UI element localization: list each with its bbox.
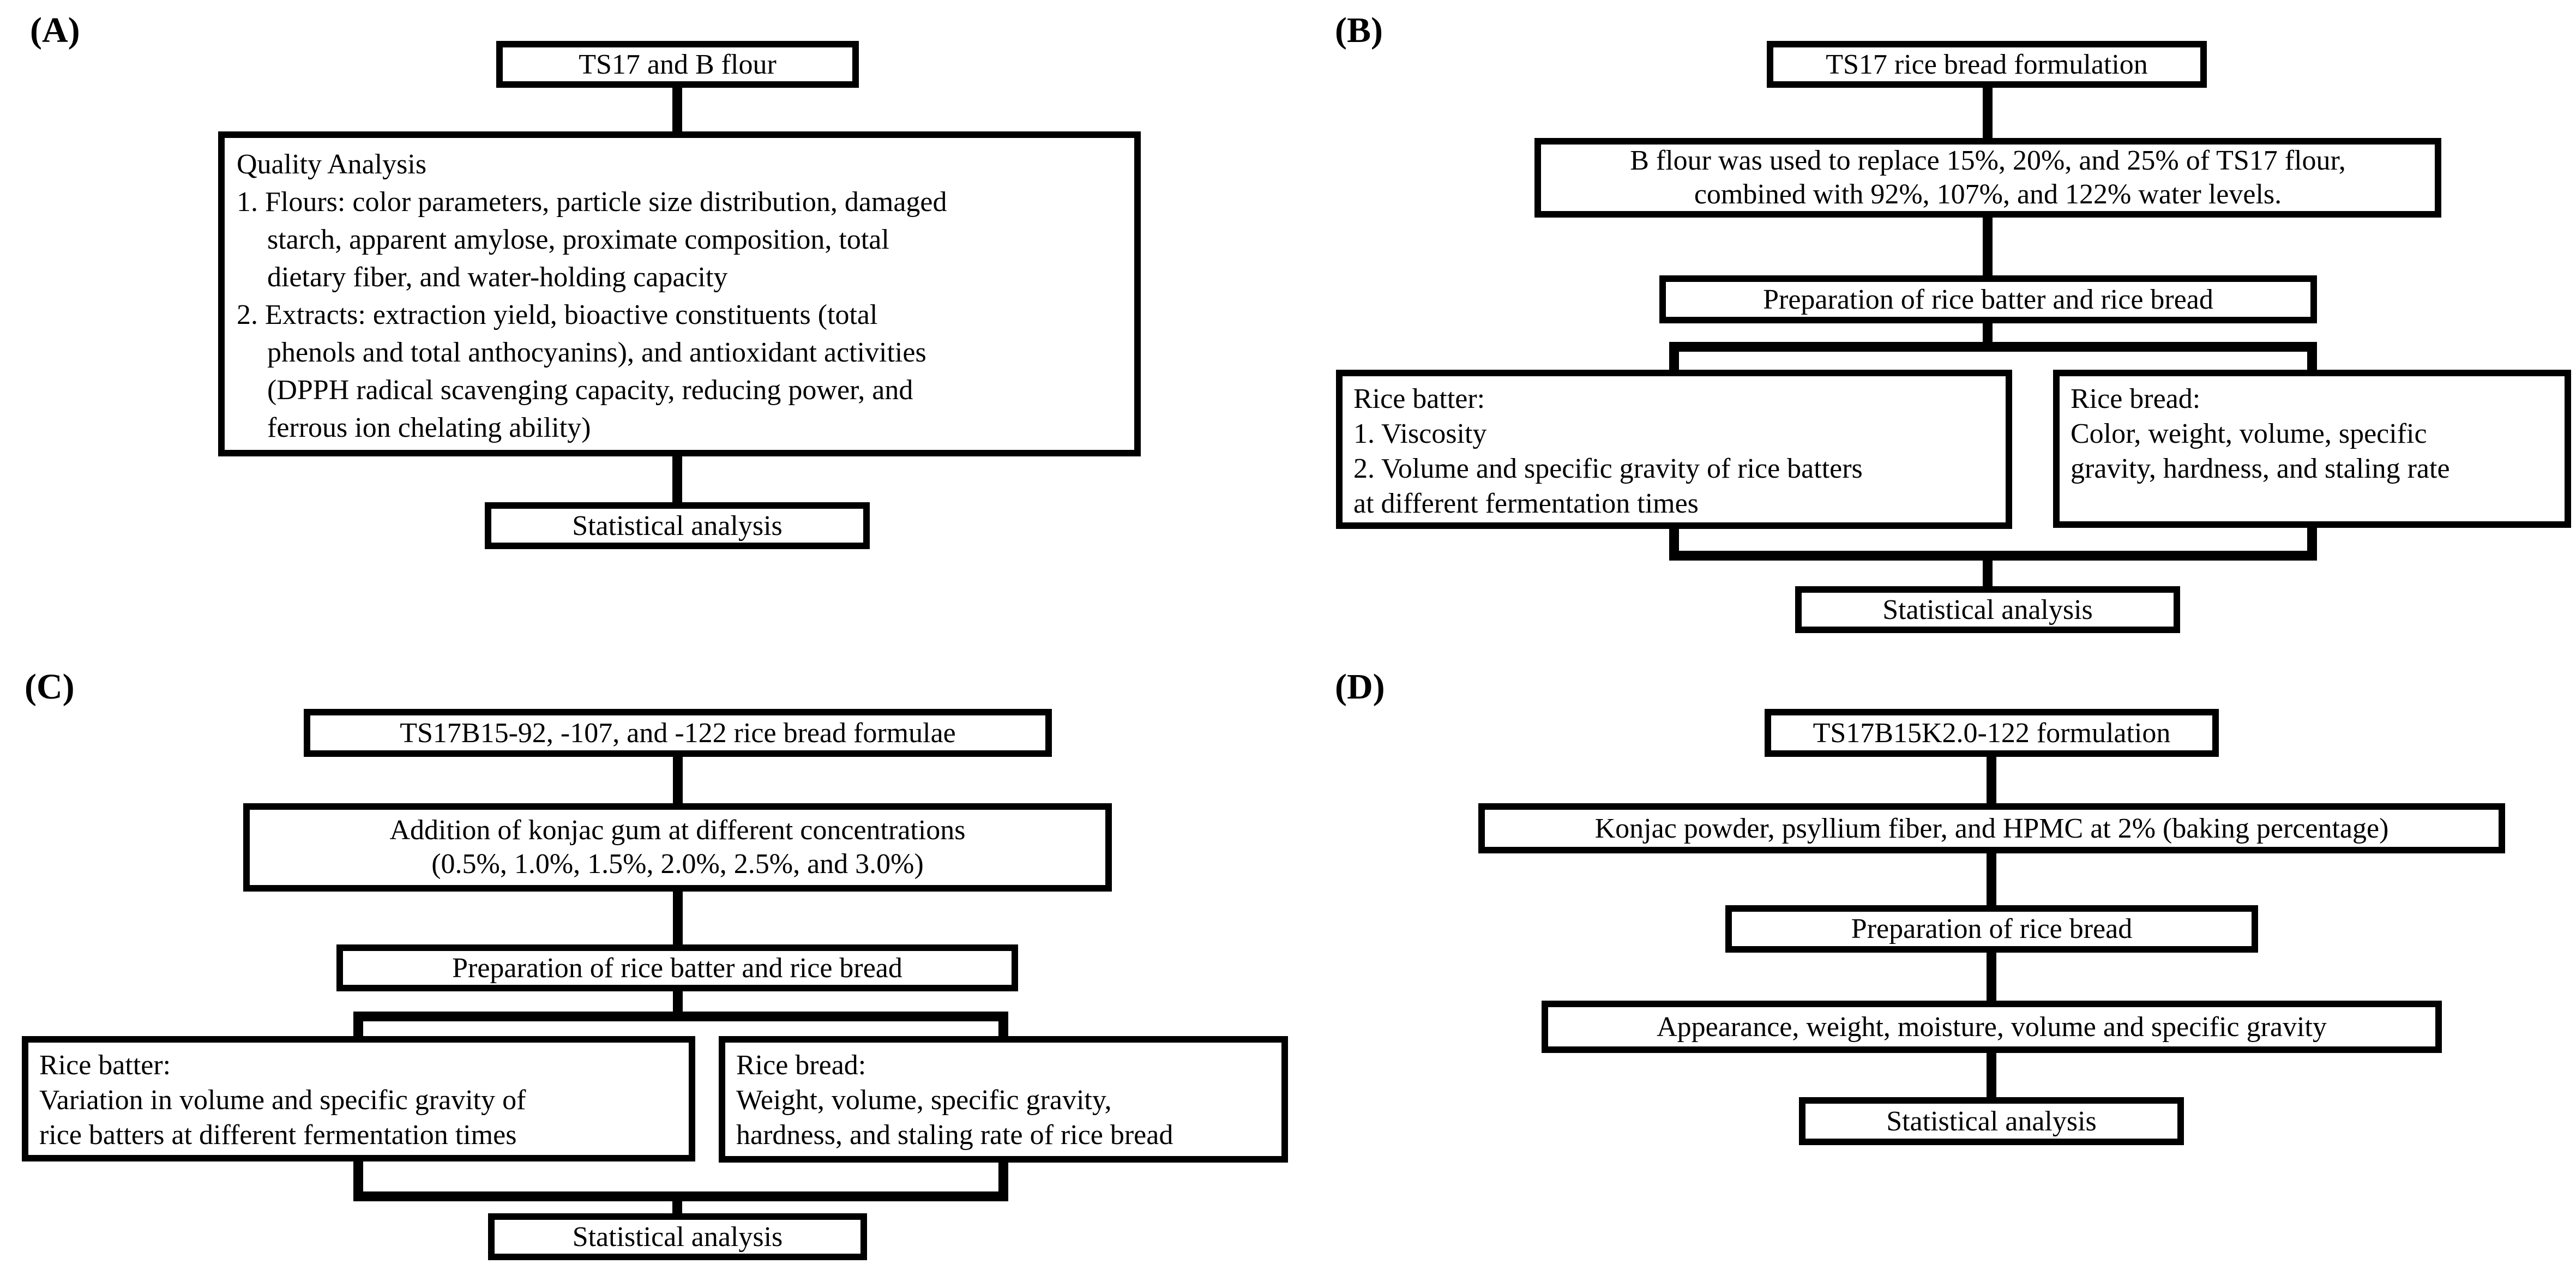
panel-b-label: (B) — [1335, 10, 1383, 50]
text-line: 2. Extracts: extraction yield, bioactive… — [237, 299, 878, 330]
branch-bar — [353, 1191, 1008, 1201]
box-c-preparation: Preparation of rice batter and rice brea… — [336, 944, 1018, 991]
text-line: (DPPH radical scavenging capacity, reduc… — [267, 375, 913, 406]
panel-d-label: (D) — [1335, 667, 1385, 707]
text-line: Rice bread: — [736, 1050, 866, 1081]
panel-c-label: (C) — [25, 667, 75, 707]
connector-line — [673, 753, 683, 812]
connector-line — [1983, 82, 1993, 147]
panel-a-label: (A) — [30, 10, 80, 50]
connector-line — [673, 886, 683, 953]
text-line: 1. Flours: color parameters, particle si… — [237, 186, 947, 218]
box-b-preparation: Preparation of rice batter and rice brea… — [1659, 275, 2317, 323]
text-line: phenols and total anthocyanins), and ant… — [267, 337, 926, 368]
text-line: Rice bread: — [2071, 383, 2201, 414]
text-line: gravity, hardness, and staling rate — [2071, 453, 2450, 484]
box-c-formulae: TS17B15-92, -107, and -122 rice bread fo… — [304, 709, 1052, 757]
box-b-rice-bread: Rice bread: Color, weight, volume, speci… — [2053, 370, 2571, 528]
text-line: Quality Analysis — [237, 149, 427, 180]
box-b-formulation: TS17 rice bread formulation — [1767, 41, 2207, 88]
box-c-statistical-analysis: Statistical analysis — [488, 1213, 867, 1260]
box-a-flours: TS17 and B flour — [496, 41, 859, 88]
text-line: Variation in volume and specific gravity… — [39, 1085, 526, 1116]
text-line: rice batters at different fermentation t… — [39, 1120, 517, 1151]
connector-line — [1987, 948, 1996, 1011]
box-b-statistical-analysis: Statistical analysis — [1795, 586, 2180, 633]
text-line: Rice batter: — [39, 1050, 171, 1081]
text-line: starch, apparent amylose, proximate comp… — [267, 224, 889, 255]
text-line: combined with 92%, 107%, and 122% water … — [1694, 179, 2282, 210]
connector-line — [1987, 849, 1996, 914]
box-d-additives: Konjac powder, psyllium fiber, and HPMC … — [1478, 803, 2505, 853]
box-a-quality-analysis: Quality Analysis 1. Flours: color parame… — [218, 131, 1141, 456]
text-line: Addition of konjac gum at different conc… — [389, 815, 966, 846]
connector-line — [1983, 210, 1993, 284]
text-line: B flour was used to replace 15%, 20%, an… — [1630, 145, 2346, 176]
branch-bar — [1669, 342, 2317, 352]
text-line: Color, weight, volume, specific — [2071, 418, 2427, 449]
connector-line — [672, 82, 682, 142]
box-a-statistical-analysis: Statistical analysis — [485, 502, 870, 549]
box-b-rice-batter: Rice batter: 1. Viscosity 2. Volume and … — [1336, 370, 2012, 529]
box-b-replacement: B flour was used to replace 15%, 20%, an… — [1534, 138, 2441, 218]
text-line: dietary fiber, and water-holding capacit… — [267, 262, 728, 293]
connector-line — [1987, 753, 1996, 812]
text-line: hardness, and staling rate of rice bread — [736, 1120, 1173, 1151]
text-line: Rice batter: — [1353, 383, 1485, 414]
text-line: ferrous ion chelating ability) — [267, 412, 591, 443]
text-line: (0.5%, 1.0%, 1.5%, 2.0%, 2.5%, and 3.0%) — [431, 848, 924, 880]
box-d-formulation: TS17B15K2.0-122 formulation — [1765, 709, 2219, 757]
box-c-rice-batter: Rice batter: Variation in volume and spe… — [22, 1036, 695, 1161]
box-c-rice-bread: Rice bread: Weight, volume, specific gra… — [719, 1036, 1288, 1163]
connector-line — [672, 447, 682, 513]
text-line: 1. Viscosity — [1353, 418, 1487, 449]
text-line: at different fermentation times — [1353, 488, 1699, 519]
box-c-konjac-addition: Addition of konjac gum at different conc… — [243, 803, 1112, 892]
box-d-preparation: Preparation of rice bread — [1725, 905, 2258, 953]
branch-bar — [1669, 551, 2317, 561]
text-line: 2. Volume and specific gravity of rice b… — [1353, 453, 1863, 484]
branch-bar — [353, 1012, 1008, 1021]
box-d-measurements: Appearance, weight, moisture, volume and… — [1542, 1001, 2442, 1053]
connector-line — [1987, 1049, 1996, 1106]
text-line: Weight, volume, specific gravity, — [736, 1085, 1112, 1116]
box-d-statistical-analysis: Statistical analysis — [1799, 1097, 2184, 1145]
